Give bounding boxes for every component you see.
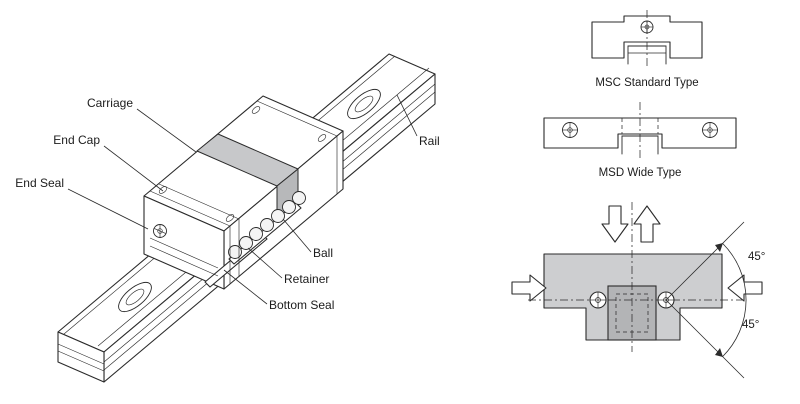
carriage-leader-line bbox=[136, 108, 197, 153]
mounting-hole bbox=[158, 186, 168, 194]
load-direction-diagram: 45° 45° bbox=[511, 202, 765, 379]
rail-bolt-hole bbox=[347, 88, 381, 120]
up-load-arrow bbox=[633, 205, 661, 243]
angle-fan: 45° 45° bbox=[665, 221, 765, 379]
carriage-label: Carriage bbox=[87, 96, 133, 110]
callouts: Carriage End Cap End Seal Rail Ball Reta… bbox=[15, 94, 440, 312]
rail-bolt-hole bbox=[118, 281, 152, 313]
msd-carriage-outline bbox=[543, 117, 737, 149]
right-load-arrow bbox=[511, 274, 547, 302]
angle-upper-label: 45° bbox=[748, 251, 765, 263]
msd-cross-section-diagram: MSD Wide Type bbox=[543, 102, 737, 179]
mounting-hole bbox=[225, 214, 235, 222]
msd-type-label: MSD Wide Type bbox=[599, 167, 682, 179]
balls bbox=[228, 191, 306, 259]
rail-label: Rail bbox=[419, 134, 440, 148]
rail-leader-line bbox=[396, 94, 418, 137]
ball-label: Ball bbox=[313, 246, 333, 260]
linear-guide-isometric-diagram: Carriage End Cap End Seal Rail Ball Reta… bbox=[15, 53, 440, 383]
msc-screw bbox=[640, 20, 654, 34]
load-screw-left bbox=[589, 291, 607, 309]
angle-line-upper bbox=[665, 221, 745, 301]
ball bbox=[282, 200, 296, 214]
end-seal-face bbox=[143, 195, 225, 290]
bottom-seal-leader-line bbox=[223, 269, 268, 305]
ball bbox=[260, 218, 274, 232]
end-cap-edge-line bbox=[158, 183, 240, 220]
ball bbox=[228, 245, 242, 259]
end-cap-leader-line bbox=[103, 145, 164, 192]
arc-arrowhead-upper bbox=[715, 243, 723, 252]
end-seal-slot-line bbox=[149, 237, 219, 269]
carriage-mounting-holes bbox=[158, 106, 327, 222]
angle-lower-label: 45° bbox=[742, 319, 759, 331]
retainer-label: Retainer bbox=[284, 272, 329, 286]
end-seal-slot-line bbox=[149, 245, 219, 277]
end-seal-label: End Seal bbox=[15, 176, 64, 190]
msd-screw-right bbox=[702, 122, 718, 138]
far-end-cap-edge-line bbox=[256, 100, 338, 137]
angle-arc bbox=[722, 243, 747, 357]
msd-screw-left bbox=[562, 122, 578, 138]
end-seal-screw bbox=[153, 224, 167, 238]
end-cap-label: End Cap bbox=[53, 133, 100, 147]
ball-leader-line bbox=[282, 218, 312, 253]
ball bbox=[249, 227, 263, 241]
down-load-arrow bbox=[601, 205, 629, 243]
mounting-hole bbox=[317, 134, 327, 142]
msc-cross-section-diagram: MSC Standard Type bbox=[591, 10, 703, 89]
mounting-hole bbox=[251, 106, 261, 114]
retainer-leader-line bbox=[247, 247, 283, 279]
msc-type-label: MSC Standard Type bbox=[595, 77, 698, 89]
carriage-drawing bbox=[143, 95, 344, 290]
ball bbox=[239, 236, 253, 250]
arc-arrowhead-lower bbox=[715, 348, 723, 357]
ball bbox=[271, 209, 285, 223]
angle-line-lower bbox=[665, 299, 745, 379]
rail-end-face bbox=[57, 331, 105, 383]
rail-end-groove-line bbox=[57, 343, 105, 365]
ball bbox=[292, 191, 306, 205]
bottom-seal-label: Bottom Seal bbox=[269, 298, 334, 312]
end-plate-edges bbox=[149, 100, 338, 284]
end-seal-leader-line bbox=[67, 188, 149, 230]
rail-end-groove-line bbox=[57, 350, 105, 372]
end-seal-edge-line bbox=[149, 190, 231, 227]
